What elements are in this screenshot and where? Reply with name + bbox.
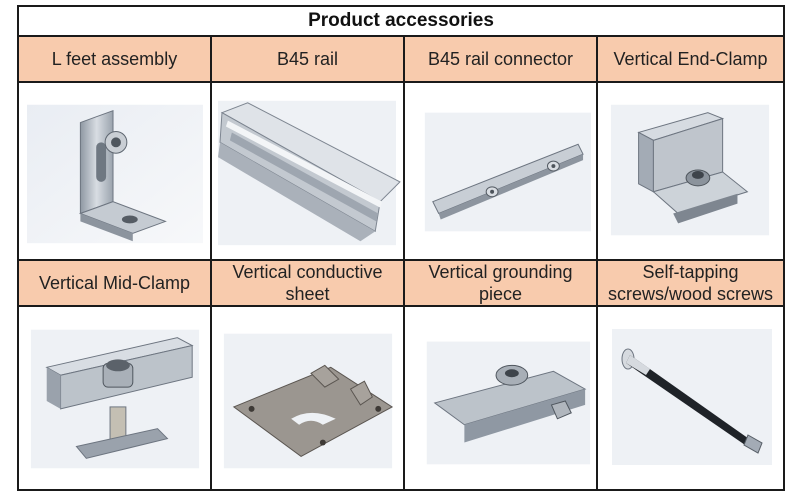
header-self-tapping-screws: Self-tapping screws/wood screws (598, 261, 783, 307)
image-cell-b45-rail-connector (405, 83, 598, 261)
vertical-grounding-piece-icon (426, 341, 591, 465)
b45-rail-icon (218, 100, 401, 246)
image-cell-vertical-mid-clamp (19, 307, 212, 489)
image-cell-b45-rail (212, 83, 405, 261)
header-vertical-end-clamp: Vertical End-Clamp (598, 37, 783, 83)
header-b45-rail-connector: B45 rail connector (405, 37, 598, 83)
image-cell-vertical-conductive-sheet (212, 307, 405, 489)
self-tapping-screw-icon (612, 329, 772, 465)
image-cell-vertical-grounding-piece (405, 307, 598, 489)
product-accessories-table: Product accessories L feet assembly B45 … (17, 5, 785, 491)
header-vertical-grounding-piece: Vertical grounding piece (405, 261, 598, 307)
image-cell-self-tapping-screws (598, 307, 783, 489)
image-cell-l-feet (19, 83, 212, 261)
header-l-feet-assembly: L feet assembly (19, 37, 212, 83)
header-b45-rail: B45 rail (212, 37, 405, 83)
image-cell-vertical-end-clamp (598, 83, 783, 261)
b45-rail-connector-icon (424, 112, 591, 232)
vertical-end-clamp-icon (610, 104, 770, 236)
vertical-mid-clamp-icon (30, 329, 200, 469)
l-feet-assembly-icon (26, 104, 203, 244)
header-vertical-conductive-sheet: Vertical conductive sheet (212, 261, 405, 307)
vertical-conductive-sheet-icon (223, 333, 394, 469)
header-vertical-mid-clamp: Vertical Mid-Clamp (19, 261, 212, 307)
table-title: Product accessories (19, 7, 783, 37)
